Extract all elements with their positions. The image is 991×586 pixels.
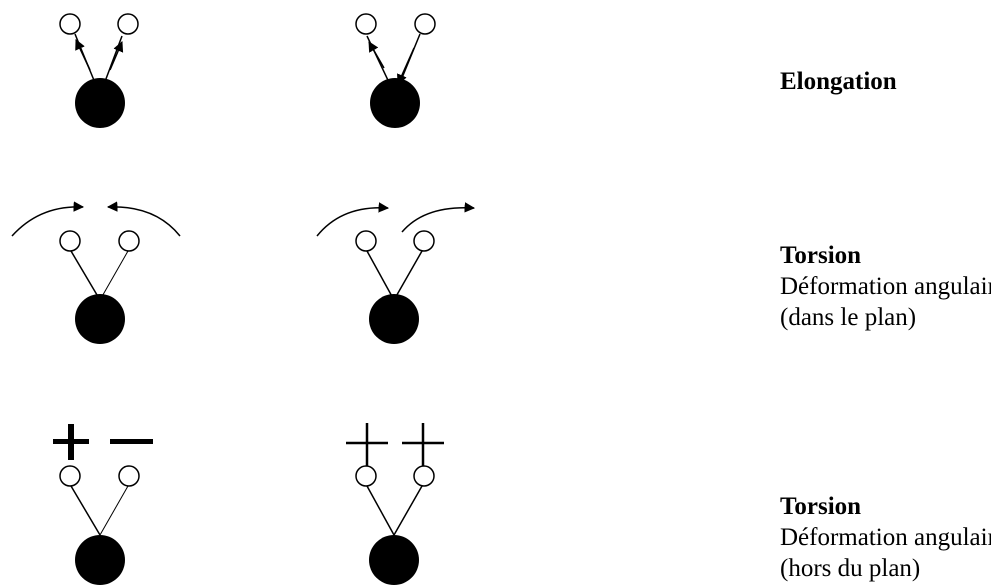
terminal-atom [414,13,436,35]
elongation-asymmetric-molecule [355,13,436,128]
row-3-title: Torsion [780,493,862,520]
bond-line [366,250,395,301]
bond-line [393,250,423,301]
central-atom [75,78,125,128]
bond-line [70,485,101,536]
row-2-title: Torsion [780,242,862,269]
central-atom [75,535,125,585]
terminal-atom [413,465,435,487]
stretch-arrow [75,39,91,71]
central-atom [369,294,419,344]
rotation-arrow [401,202,476,233]
row-3-line-2: (hors du plan) [780,555,921,582]
row-3-line-1: Déformation angulaire [780,524,991,551]
terminal-atom [59,465,81,487]
terminal-atom [355,230,377,252]
terminal-atom [355,13,377,35]
minus-sign-icon [110,439,153,444]
terminal-atom [117,13,139,35]
stretch-arrow [109,41,124,71]
central-atom [369,535,419,585]
torsion-outofplane-symmetric-molecule [346,423,444,585]
terminal-atom [118,230,140,252]
terminal-atom [355,465,377,487]
bond-line [393,485,423,536]
row-3-label: Torsion Déformation angulaire (hors du p… [780,491,991,584]
rotation-arrow [316,202,390,237]
row-1-label: Elongation [780,66,897,97]
bond-line [366,485,395,536]
elongation-symmetric-molecule [59,13,139,128]
terminal-atom [118,465,140,487]
rotation-arrow [11,201,85,237]
torsion-outofplane-asymmetric-molecule [53,424,153,585]
terminal-atom [59,13,81,35]
row-2-label: Torsion Déformation angulaire (dans le p… [780,240,991,333]
bond-line [70,250,101,301]
terminal-atom [413,230,435,252]
row-1-title: Elongation [780,68,897,95]
central-atom [75,294,125,344]
central-atom [370,78,420,128]
plus-sign-icon [68,424,74,460]
compress-arrow [397,47,415,85]
torsion-inplane-asymmetric-molecule [316,202,476,344]
row-2-line-1: Déformation angulaire [780,273,991,300]
bond-line [99,250,129,301]
torsion-inplane-symmetric-molecule [11,201,181,344]
stretch-arrow [368,41,385,69]
terminal-atom [59,230,81,252]
row-2-line-2: (dans le plan) [780,304,917,331]
rotation-arrow [106,201,181,237]
bond-line [99,485,129,536]
